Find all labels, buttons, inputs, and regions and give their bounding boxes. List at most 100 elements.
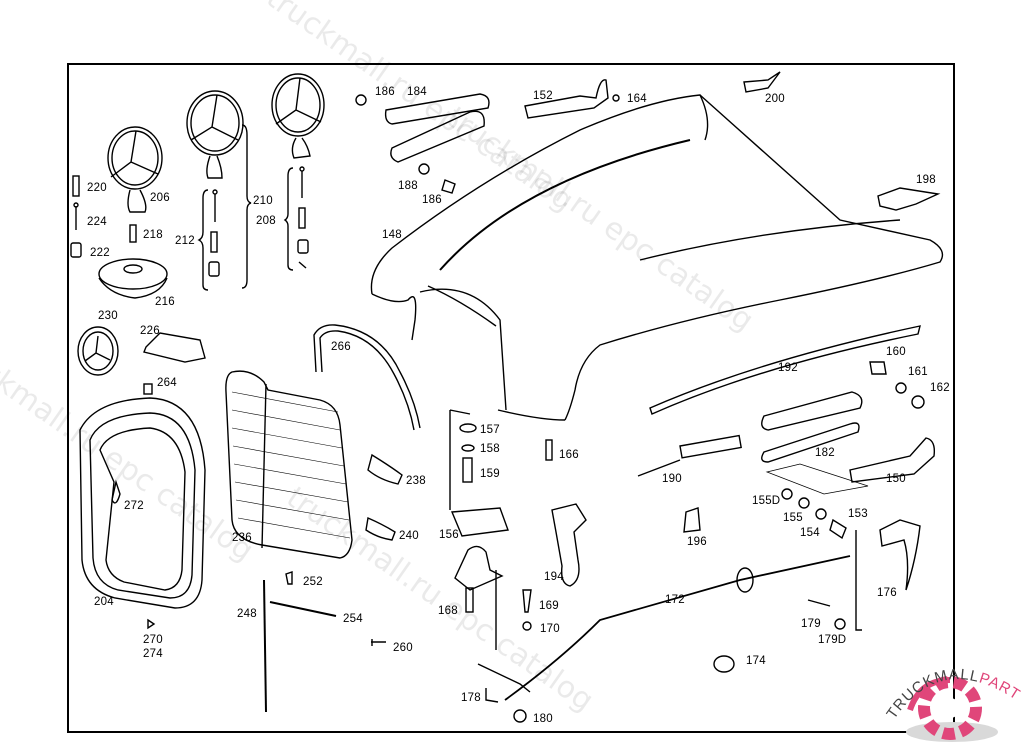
star-emblem-206: [107, 126, 163, 213]
cable-172: [504, 555, 851, 701]
part-label-254[interactable]: 254: [343, 613, 363, 625]
screw-169: [522, 589, 532, 613]
washer-179D: [834, 618, 846, 630]
bracket-200: [743, 71, 781, 93]
clip-252: [285, 571, 293, 585]
part-label-222[interactable]: 222: [90, 247, 110, 259]
part-label-169[interactable]: 169: [539, 600, 559, 612]
clip-270: [147, 618, 156, 630]
part-label-156[interactable]: 156: [439, 529, 459, 541]
part-label-172[interactable]: 172: [665, 594, 685, 606]
bracket-198: [877, 187, 941, 211]
part-label-220[interactable]: 220: [87, 182, 107, 194]
part-label-236[interactable]: 236: [232, 532, 252, 544]
part-label-274[interactable]: 274: [143, 648, 163, 660]
star-emblem-210: [186, 90, 244, 179]
washer-170: [522, 621, 532, 631]
grommet-180: [513, 709, 527, 723]
part-label-158[interactable]: 158: [480, 443, 500, 455]
part-label-270[interactable]: 270: [143, 634, 163, 646]
rod-254: [269, 601, 337, 617]
plate-156: [450, 507, 509, 537]
clip-264: [143, 383, 153, 395]
part-label-166[interactable]: 166: [559, 449, 579, 461]
svg-text:TRUCKMALLPARTS: TRUCKMALLPARTS: [880, 640, 1024, 722]
part-label-192[interactable]: 192: [778, 362, 798, 374]
grille-236: [225, 370, 353, 559]
part-label-179D[interactable]: 179D: [818, 634, 847, 646]
part-label-230[interactable]: 230: [98, 310, 118, 322]
bolt-159: [462, 457, 473, 483]
part-label-260[interactable]: 260: [393, 642, 413, 654]
gasket-226: [143, 332, 206, 363]
part-label-252[interactable]: 252: [303, 576, 323, 588]
part-label-170[interactable]: 170: [540, 623, 560, 635]
part-label-155[interactable]: 155: [783, 512, 803, 524]
part-label-148[interactable]: 148: [382, 229, 402, 241]
part-label-216[interactable]: 216: [155, 296, 175, 308]
bolt-153: [829, 518, 847, 540]
part-label-188[interactable]: 188: [398, 180, 418, 192]
part-label-164[interactable]: 164: [627, 93, 647, 105]
part-label-264[interactable]: 264: [157, 377, 177, 389]
part-label-210[interactable]: 210: [253, 195, 273, 207]
part-label-160[interactable]: 160: [886, 346, 906, 358]
part-label-154[interactable]: 154: [800, 527, 820, 539]
part-label-240[interactable]: 240: [399, 530, 419, 542]
part-label-266[interactable]: 266: [331, 341, 351, 353]
part-label-194[interactable]: 194: [544, 571, 564, 583]
hood-148: [370, 94, 944, 421]
part-label-176[interactable]: 176: [877, 587, 897, 599]
part-label-161[interactable]: 161: [908, 366, 928, 378]
part-label-174[interactable]: 174: [746, 655, 766, 667]
part-label-208[interactable]: 208: [256, 215, 276, 227]
part-label-179[interactable]: 179: [801, 618, 821, 630]
part-label-150[interactable]: 150: [886, 473, 906, 485]
part-label-248[interactable]: 248: [237, 608, 257, 620]
part-label-196[interactable]: 196: [687, 536, 707, 548]
hinge-arm-184: [384, 93, 490, 125]
part-label-155D[interactable]: 155D: [752, 495, 781, 507]
part-label-184[interactable]: 184: [407, 86, 427, 98]
logo-text-dark: TRUCKMALL: [883, 666, 981, 722]
handle-176: [879, 519, 921, 591]
grommet-174: [713, 655, 735, 673]
part-label-218[interactable]: 218: [143, 229, 163, 241]
cable-end: [477, 663, 531, 693]
truckmallparts-logo[interactable]: TRUCKMALLPARTS: [880, 640, 1024, 750]
part-label-226[interactable]: 226: [140, 325, 160, 337]
bracket-152: [524, 79, 609, 119]
part-label-168[interactable]: 168: [438, 605, 458, 617]
pin-166: [545, 439, 553, 461]
star-emblem-208: [271, 73, 325, 159]
part-label-238[interactable]: 238: [406, 475, 426, 487]
part-label-186[interactable]: 186: [422, 194, 442, 206]
part-label-182[interactable]: 182: [815, 447, 835, 459]
part-label-224[interactable]: 224: [87, 216, 107, 228]
part-label-272[interactable]: 272: [124, 500, 144, 512]
flap-240: [365, 516, 396, 541]
spring-190: [637, 459, 681, 477]
part-label-200[interactable]: 200: [765, 93, 785, 105]
clip-178: [485, 688, 499, 703]
spring-218: [129, 224, 137, 243]
sleeve-222: [70, 242, 82, 258]
part-label-190[interactable]: 190: [662, 473, 682, 485]
part-label-180[interactable]: 180: [533, 713, 553, 725]
part-label-159[interactable]: 159: [480, 468, 500, 480]
part-label-206[interactable]: 206: [150, 192, 170, 204]
grommet-172: [736, 567, 754, 593]
part-label-152[interactable]: 152: [533, 90, 553, 102]
part-label-157[interactable]: 157: [480, 424, 500, 436]
radiator-shell-204: [79, 397, 206, 609]
part-label-198[interactable]: 198: [916, 174, 936, 186]
part-label-178[interactable]: 178: [461, 692, 481, 704]
part-label-186[interactable]: 186: [375, 86, 395, 98]
part-label-212[interactable]: 212: [175, 235, 195, 247]
part-label-153[interactable]: 153: [848, 508, 868, 520]
badge-230: [77, 326, 119, 376]
part-label-204[interactable]: 204: [94, 596, 114, 608]
diagram-frame: [67, 63, 955, 733]
part-label-162[interactable]: 162: [930, 382, 950, 394]
